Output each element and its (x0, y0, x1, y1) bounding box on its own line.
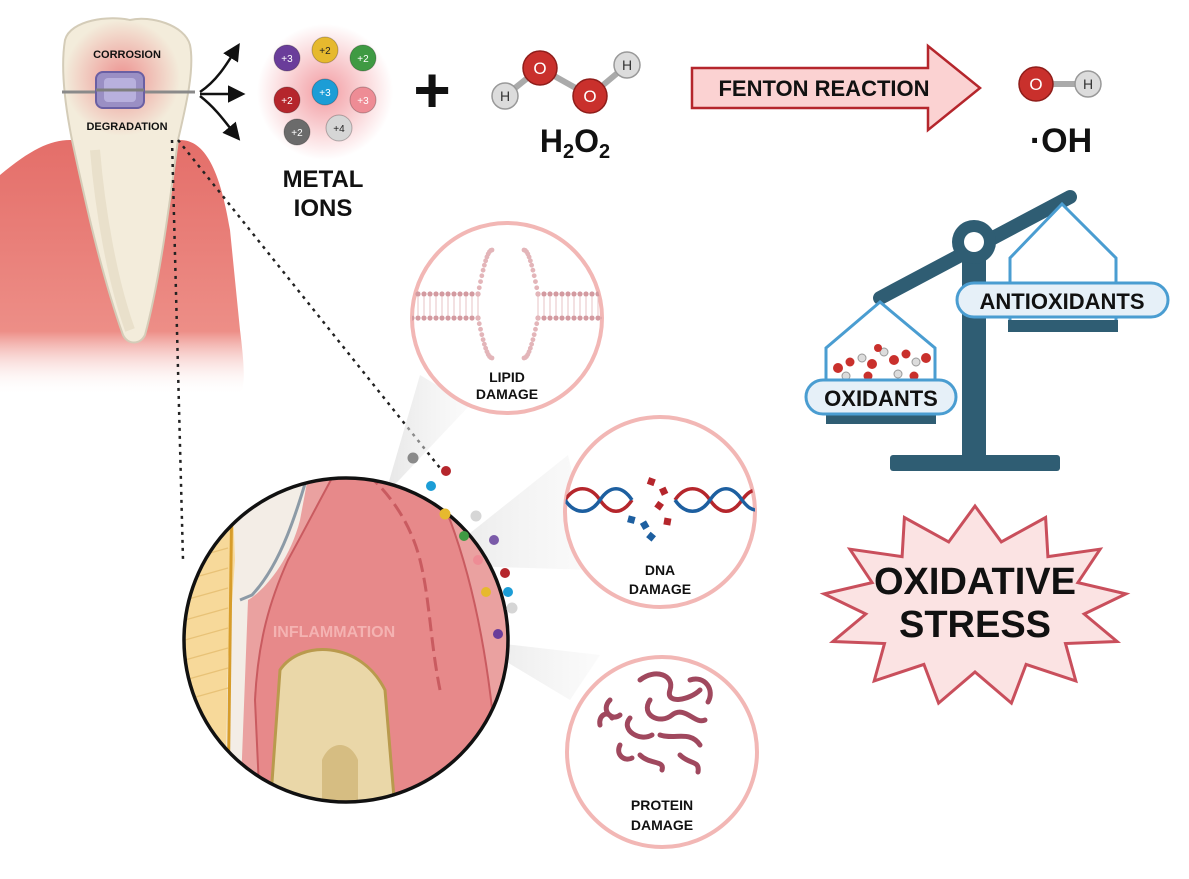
zoom-lines (170, 139, 441, 561)
hydroxyl-radical-label: ·OH (1030, 122, 1092, 160)
oxidants-pill (804, 378, 958, 416)
h2o2-atom-h2: H (622, 57, 632, 73)
metal-ion (273, 44, 301, 72)
metal-ion-charge: +2 (357, 54, 369, 65)
oxidant-molecules (833, 344, 931, 381)
h2o2-sub2: 2 (599, 141, 610, 163)
metal-ion (311, 36, 339, 64)
zoom-circle-border (182, 476, 510, 804)
protein-damage-line2: DAMAGE (631, 817, 693, 833)
dna-damage-line1: DNA (645, 562, 675, 578)
metal-ion-charge: +2 (281, 96, 293, 107)
metal-ion (311, 78, 339, 106)
oxidative-stress-starburst (819, 503, 1131, 706)
degradation-label: DEGRADATION (86, 121, 167, 133)
h2o2-o: O (574, 123, 599, 159)
lipid-damage-line1: LIPID (489, 369, 525, 385)
metal-ion-charge: +4 (333, 124, 345, 135)
dna-damage-line2: DAMAGE (629, 581, 691, 597)
tooth-illustration (0, 17, 244, 395)
scattered-ions (407, 452, 518, 639)
gingiva-zoom-circle (184, 478, 508, 802)
metal-ions-label-line2: IONS (294, 195, 353, 222)
metal-ion-charge: +3 (281, 54, 293, 65)
oxidative-stress-line1: OXIDATIVE (874, 561, 1076, 603)
metal-ion (273, 86, 301, 114)
metal-ion-charge: +3 (319, 88, 331, 99)
metal-ion (325, 114, 353, 142)
dna-helix-icon (565, 477, 755, 542)
metal-ions-label-line1: METAL (283, 166, 364, 193)
h2o2-formula: H2O2 (540, 123, 610, 163)
metal-ion-charge: +2 (291, 128, 303, 139)
lipid-bilayer-icon (412, 247, 602, 361)
oxidants-label: OXIDANTS (824, 386, 938, 411)
protein-fragments-icon (597, 671, 713, 775)
protein-damage-circle (565, 655, 759, 849)
h2o2-atom-h1: H (500, 88, 510, 104)
antioxidants-pill (955, 281, 1170, 319)
protein-damage-line1: PROTEIN (631, 797, 693, 813)
h2o2-h: H (540, 123, 563, 159)
balance-scale (824, 190, 1118, 471)
metal-ion-charge: +2 (319, 46, 331, 57)
oh-atom-o: O (1029, 75, 1042, 94)
corrosion-label: CORROSION (93, 49, 161, 61)
metal-ion (283, 118, 311, 146)
inflammation-label: INFLAMMATION (273, 624, 395, 641)
dna-damage-circle (563, 415, 757, 609)
plus-sign: + (413, 54, 450, 126)
metal-ion-cluster: +3 +2 +2 +2 +3 +3 +2 +4 (273, 36, 377, 146)
fenton-arrow (690, 43, 982, 133)
h2o2-atom-o2: O (583, 87, 596, 106)
metal-ion (349, 86, 377, 114)
metal-ion (349, 44, 377, 72)
antioxidants-label: ANTIOXIDANTS (980, 289, 1145, 314)
release-arrows (199, 43, 246, 141)
oxidative-stress-line2: STRESS (899, 604, 1051, 646)
oh-atom-h: H (1083, 76, 1093, 92)
h2o2-molecule (491, 50, 641, 114)
hydroxyl-molecule (1018, 66, 1102, 102)
metal-ion-charge: +3 (357, 96, 369, 107)
fenton-reaction-label: FENTON REACTION (718, 76, 929, 101)
h2o2-atom-o1: O (533, 59, 546, 78)
h2o2-sub1: 2 (563, 141, 574, 163)
lipid-damage-line2: DAMAGE (476, 386, 538, 402)
